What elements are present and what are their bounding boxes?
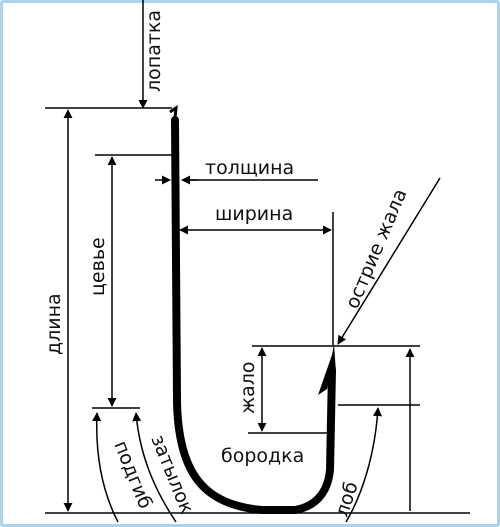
- label-point-tip: острие жала: [341, 186, 411, 312]
- label-shank: цевье: [87, 237, 109, 296]
- dimension-lines: [45, 0, 470, 523]
- hook-shape: [169, 104, 336, 514]
- hook-barb: [318, 352, 333, 395]
- hook-body: [171, 116, 336, 514]
- label-barb: бородка: [221, 445, 304, 467]
- labels: лопатка толщина ширина острие жала длина…: [43, 10, 412, 520]
- label-bend: подгиб: [109, 438, 156, 512]
- label-length: длина: [43, 293, 65, 355]
- label-shank-eye: лопатка: [143, 10, 165, 92]
- hook-point-tip: [329, 344, 336, 372]
- label-width: ширина: [215, 203, 293, 225]
- label-point: жало: [237, 361, 259, 414]
- label-thickness: толщина: [205, 157, 294, 179]
